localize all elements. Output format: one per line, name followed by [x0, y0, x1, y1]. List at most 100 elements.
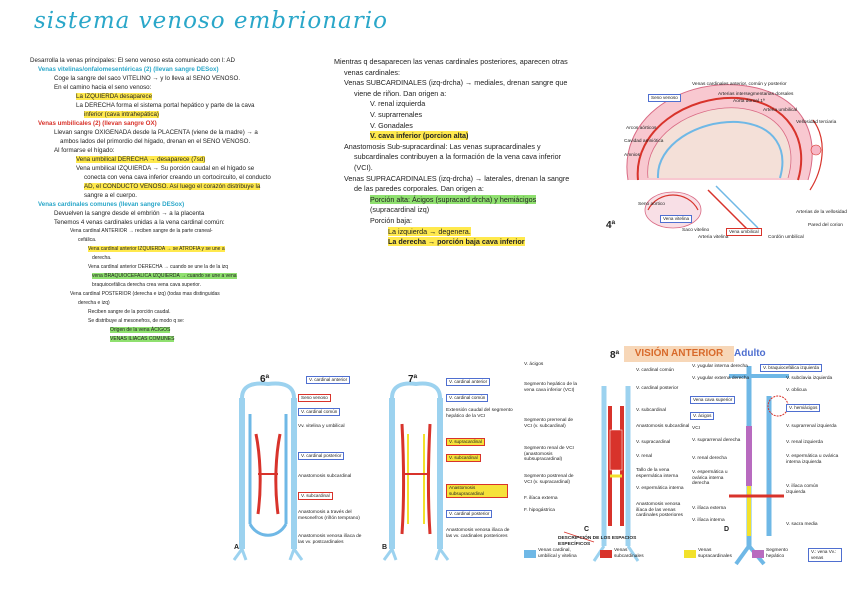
legend-swatch-subcardinal — [600, 550, 612, 558]
note-line: Mientras q desaparecen las venas cardina… — [334, 57, 568, 66]
fig7-label: Anastomosis venosa ilíaca de las vv. car… — [446, 528, 510, 539]
fig4-label: Arcos aórticos — [626, 126, 657, 131]
note-line: Anastomosis Sub-supracardinal: Las venas… — [344, 141, 541, 151]
fig8-box: V. braquiocefálica izquierda — [760, 364, 823, 372]
fig7-label: Extensión caudal del segmento hepático d… — [446, 408, 513, 419]
fig6-letter: A — [234, 544, 240, 551]
fig8-right-label: V. espermática u ovárica interna izquier… — [786, 454, 839, 465]
note-line: La DERECHA forma el sistema portal hepát… — [76, 102, 255, 109]
legend-swatch-hepatic — [752, 550, 764, 558]
note-line: ambos lados del primordio del hígado, dr… — [60, 138, 251, 145]
intro-line: Desarrolla la venas principales: El seno… — [30, 57, 235, 64]
note-line: Vena cardinal ANTERIOR → reciben sangre … — [70, 228, 213, 234]
fig7-box: V. cardinal anterior — [446, 378, 491, 386]
fig4-box: Seno venoso — [648, 94, 681, 102]
note-line: La IZQUIERDA desaparece — [76, 93, 153, 100]
note-line: derecha e izq) — [78, 300, 110, 306]
fig4-label: Arteria umbilical — [763, 108, 798, 113]
legend-label: Venas supracardinales — [698, 548, 732, 559]
note-line: venas cardinales: — [344, 67, 400, 77]
note-line: V. Gonadales — [370, 120, 413, 130]
note-line: Tenemos 4 venas cardinales unidas a la v… — [54, 219, 225, 226]
fig8-right-label: V. suprarrenal izquierda — [786, 424, 837, 429]
heading-cardinales: Venas cardinales comunes (llevan sangre … — [38, 201, 185, 208]
fig4-label: Pared del corion — [808, 223, 843, 228]
fig8-box: V. ácigos — [690, 412, 715, 420]
fig8-heading: VISIÓN ANTERIOR — [624, 346, 734, 362]
fig8-center-label: V. renal — [636, 454, 653, 459]
fig8-center-label: V. cardinal posterior — [636, 386, 679, 391]
fig8-right-label: V. subclavia izquierda — [786, 376, 833, 381]
fig7-box: V. subcardinal — [446, 454, 481, 462]
note-line: de las paredes corporales. Dan origen a: — [354, 184, 484, 194]
legend-swatch-supracardinal — [684, 550, 696, 558]
fig8-box: Vena cava superior — [690, 396, 736, 404]
legend-label: Segmento hepático — [766, 548, 788, 559]
note-line: Llevan sangre OXIGENADA desde la PLACENT… — [54, 129, 258, 136]
fig6-box: Seno venoso — [298, 394, 331, 402]
fig4-label: Amnios — [624, 153, 640, 158]
heading-umbilicales: Venas umbilicales (2) (llevan sangre OX) — [38, 120, 157, 127]
veins-7-diagram — [382, 381, 450, 561]
fig8-center-label: V. espermática interna — [636, 486, 684, 491]
embryo-diagram — [626, 84, 823, 231]
fig8-note: DESCRIPCIÓN DE LOS ESPACIOS ESPECÍFICOS — [558, 536, 637, 547]
fig4-label: Arterias intersegmentarias dorsales — [718, 92, 794, 97]
note-line: inferior (cava intrahepática) — [84, 111, 159, 118]
note-line: V. suprarrenales — [370, 109, 423, 119]
veins-6-diagram — [232, 381, 304, 561]
fig8-center-label: V. cardinal común — [636, 368, 674, 373]
note-line: La izquierda → degenera. — [388, 226, 471, 236]
figure-4: Venas cardinales anterior, común y poste… — [598, 60, 847, 240]
fig6-box: V. cardinal anterior — [306, 376, 351, 384]
note-line: AD, el CONDUCTO VENOSO. Así luego el cor… — [84, 183, 261, 190]
fig7-letter: B — [382, 544, 388, 551]
fig4-label: Seno aórtico — [638, 202, 665, 207]
note-line: La derecha → porción baja cava inferior — [388, 237, 525, 247]
note-line: (supracardinal izq) — [370, 205, 430, 215]
fig8-center-label: V. subcardinal — [636, 408, 666, 413]
note-line: conecta con vena cava inferior creando u… — [84, 174, 271, 181]
figure-6: 6ª V. cardinal anterior Seno venoso V. c… — [232, 374, 374, 564]
fig4-label: Cavidad amniótica — [624, 139, 664, 144]
legend-label: Venas cardinal, umbilical y vitelina — [538, 548, 577, 559]
note-line: V. cava inferior (porcion alta) — [370, 131, 469, 141]
fig4-label: Arteria vitelina — [698, 235, 729, 240]
fig6-box: V. cardinal común — [298, 408, 341, 416]
fig8-right-label: VCI — [692, 426, 700, 431]
note-line: vena BRAQUIOCEFALICA IZQUIERDA → cuando … — [92, 273, 237, 279]
fig8-right-label: V. sacra media — [786, 522, 818, 527]
fig4-box: Vena umbilical — [726, 228, 762, 236]
fig6-box: V. subcardinal — [298, 492, 333, 500]
note-line: Porción alta: Ácigos (supracard drcha) y… — [370, 194, 537, 204]
fig8-center-label: Anastomosis subcardinal — [636, 424, 690, 429]
note-line: Porción baja: — [370, 215, 412, 225]
fig4-label: Saco vitelino — [682, 228, 710, 233]
figure-7: 7ª V. cardinal anterior V. cardinal comú… — [380, 374, 520, 564]
fig8-right-label: V. renal izquierda — [786, 440, 823, 445]
fig8-right-label: V. ilíaca común izquierda — [786, 484, 819, 495]
note-line: Vena umbilical DERECHA → desaparece (7sd… — [76, 156, 206, 163]
fig8-right-label: V. yugular interna derecha — [692, 364, 748, 369]
note-line: V. renal izquierda — [370, 99, 426, 109]
note-line: Venas SUPRACARDINALES (izq-drcha) → late… — [344, 173, 570, 183]
fig8-right-label: V. espermática u ovárica interna derecha — [692, 470, 728, 487]
fig8-right-label: V. oblicua — [786, 388, 807, 393]
note-line: viene de riñon. Dan origen a: — [354, 88, 447, 98]
mid-notes: Mientras q desaparecen las venas cardina… — [334, 57, 570, 248]
page-title: sistema venoso embrionario — [34, 8, 388, 34]
fig8-right-label: V. suprarrenal derecha — [692, 438, 741, 443]
note-line: Se distribuye al mesonefros, de modo q s… — [88, 318, 185, 324]
fig8-left-label: V. ácigos — [524, 362, 544, 367]
note-line: Origen de la vena ÁCIGOS — [110, 327, 171, 333]
legend-abbrev-box: V.: vena Vv.: venas — [808, 548, 842, 562]
note-line: braquiocefálica derecha crea vena cava s… — [92, 282, 201, 288]
note-line: Al formarse el hígado: — [54, 147, 115, 154]
note-line: Reciben sangre de la porción caudal. — [88, 309, 171, 315]
note-line: Vena cardinal POSTERIOR (derecha e izq) … — [70, 291, 220, 297]
note-line: subcardinales contribuyen a la formación… — [354, 152, 561, 162]
fig8-left-label: F. ilíaca externa — [524, 496, 558, 501]
fig6-label: Vv. vitelina y umbilical — [298, 424, 345, 429]
fig8-number: 8ª — [610, 350, 620, 361]
fig8-letter-c: C — [584, 526, 590, 533]
